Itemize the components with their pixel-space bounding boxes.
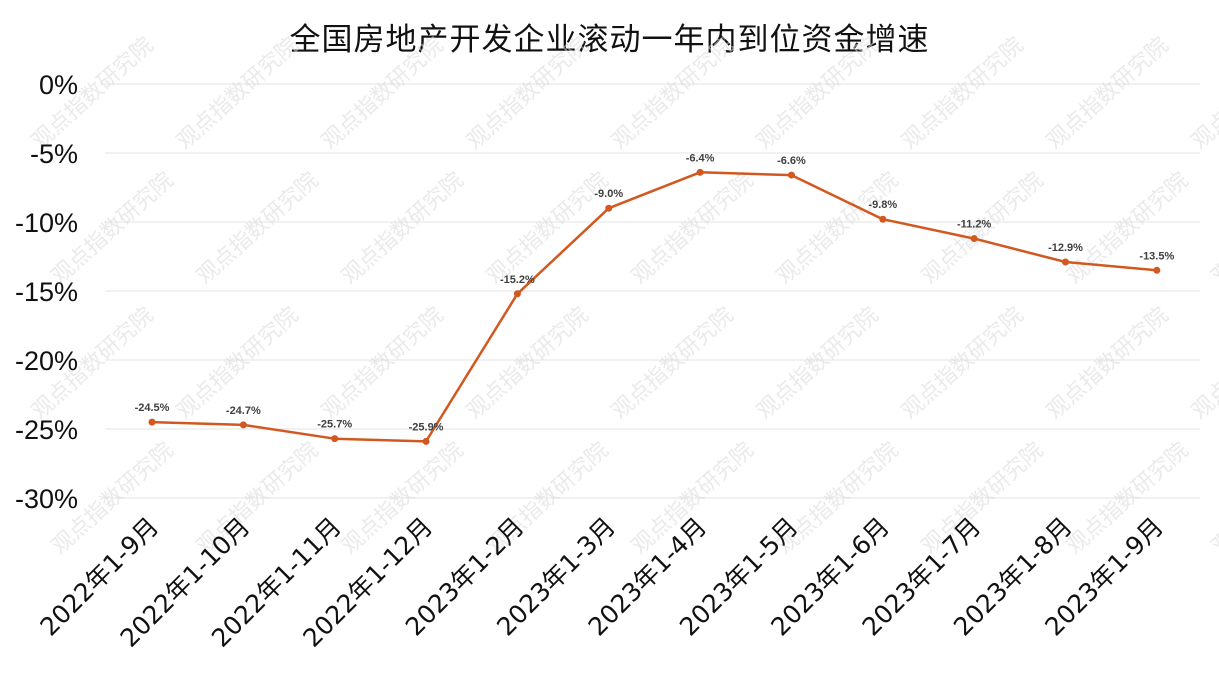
watermark-text: 观点指数研究院 bbox=[1062, 168, 1193, 290]
series-line bbox=[151, 171, 1157, 443]
watermark-text: 观点指数研究院 bbox=[772, 168, 903, 290]
watermark-text: 观点指数研究院 bbox=[627, 168, 758, 290]
watermark-text: 观点指数研究院 bbox=[172, 33, 303, 155]
data-point bbox=[513, 290, 521, 298]
data-point bbox=[1153, 266, 1161, 274]
data-point bbox=[696, 168, 704, 176]
data-point bbox=[331, 435, 339, 443]
data-label: -12.9% bbox=[1048, 242, 1083, 254]
watermark-text: 观点指数研究院 bbox=[482, 168, 613, 290]
data-point bbox=[148, 418, 156, 426]
data-label: -13.5% bbox=[1139, 250, 1174, 262]
chart-title: 全国房地产开发企业滚动一年内到位资金增速 bbox=[289, 22, 930, 58]
data-label: -15.2% bbox=[500, 274, 535, 286]
watermark-text: 观点指数研究院 bbox=[1207, 438, 1219, 560]
y-tick-label: -5% bbox=[30, 139, 78, 169]
watermark-text: 观点指数研究院 bbox=[1187, 303, 1219, 425]
series-layer bbox=[148, 168, 1161, 445]
data-point bbox=[422, 437, 430, 445]
watermark-text: 观点指数研究院 bbox=[1187, 33, 1219, 155]
watermark-text: 观点指数研究院 bbox=[337, 168, 468, 290]
watermark-text: 观点指数研究院 bbox=[1042, 33, 1173, 155]
watermark-text: 观点指数研究院 bbox=[607, 303, 738, 425]
data-label: -9.0% bbox=[594, 188, 623, 200]
y-axis-ticks: 0% -5% -10% -15% -20% -25% -30% bbox=[15, 70, 78, 514]
watermark-layer: 观点指数研究院观点指数研究院观点指数研究院观点指数研究院观点指数研究院观点指数研… bbox=[27, 33, 1219, 560]
gridlines bbox=[105, 83, 1200, 499]
watermark-text: 观点指数研究院 bbox=[462, 303, 593, 425]
y-tick-label: -10% bbox=[15, 208, 78, 238]
y-tick-label: 0% bbox=[39, 70, 78, 100]
data-label: -25.7% bbox=[317, 419, 352, 431]
watermark-text: 观点指数研究院 bbox=[1207, 168, 1219, 290]
watermark-text: 观点指数研究院 bbox=[192, 168, 323, 290]
data-point bbox=[970, 235, 978, 243]
y-tick-label: -30% bbox=[15, 484, 78, 514]
watermark-text: 观点指数研究院 bbox=[607, 33, 738, 155]
y-tick-label: -25% bbox=[15, 415, 78, 445]
watermark-text: 观点指数研究院 bbox=[462, 33, 593, 155]
data-label: -6.6% bbox=[777, 155, 806, 167]
data-labels: -24.5% -24.7% -25.7% -25.9% -15.2% -9.0% -6.4%… bbox=[135, 152, 1175, 433]
data-point bbox=[605, 204, 613, 212]
data-point bbox=[239, 421, 247, 429]
watermark-text: 观点指数研究院 bbox=[897, 303, 1028, 425]
data-label: -24.5% bbox=[135, 402, 170, 414]
data-point bbox=[1062, 258, 1069, 266]
watermark-text: 观点指数研究院 bbox=[317, 33, 448, 155]
watermark-text: 观点指数研究院 bbox=[317, 303, 448, 425]
watermark-text: 观点指数研究院 bbox=[752, 33, 883, 155]
data-label: -6.4% bbox=[686, 152, 715, 164]
watermark-text: 观点指数研究院 bbox=[897, 33, 1028, 155]
data-label: -25.9% bbox=[409, 421, 444, 433]
y-tick-label: -15% bbox=[15, 277, 78, 307]
y-tick-label: -20% bbox=[15, 346, 78, 376]
data-point bbox=[879, 215, 887, 223]
watermark-text: 观点指数研究院 bbox=[1042, 303, 1173, 425]
data-point bbox=[787, 171, 795, 179]
data-label: -24.7% bbox=[226, 405, 261, 417]
data-label: -9.8% bbox=[868, 199, 897, 211]
watermark-text: 观点指数研究院 bbox=[752, 303, 883, 425]
data-label: -11.2% bbox=[957, 219, 991, 231]
